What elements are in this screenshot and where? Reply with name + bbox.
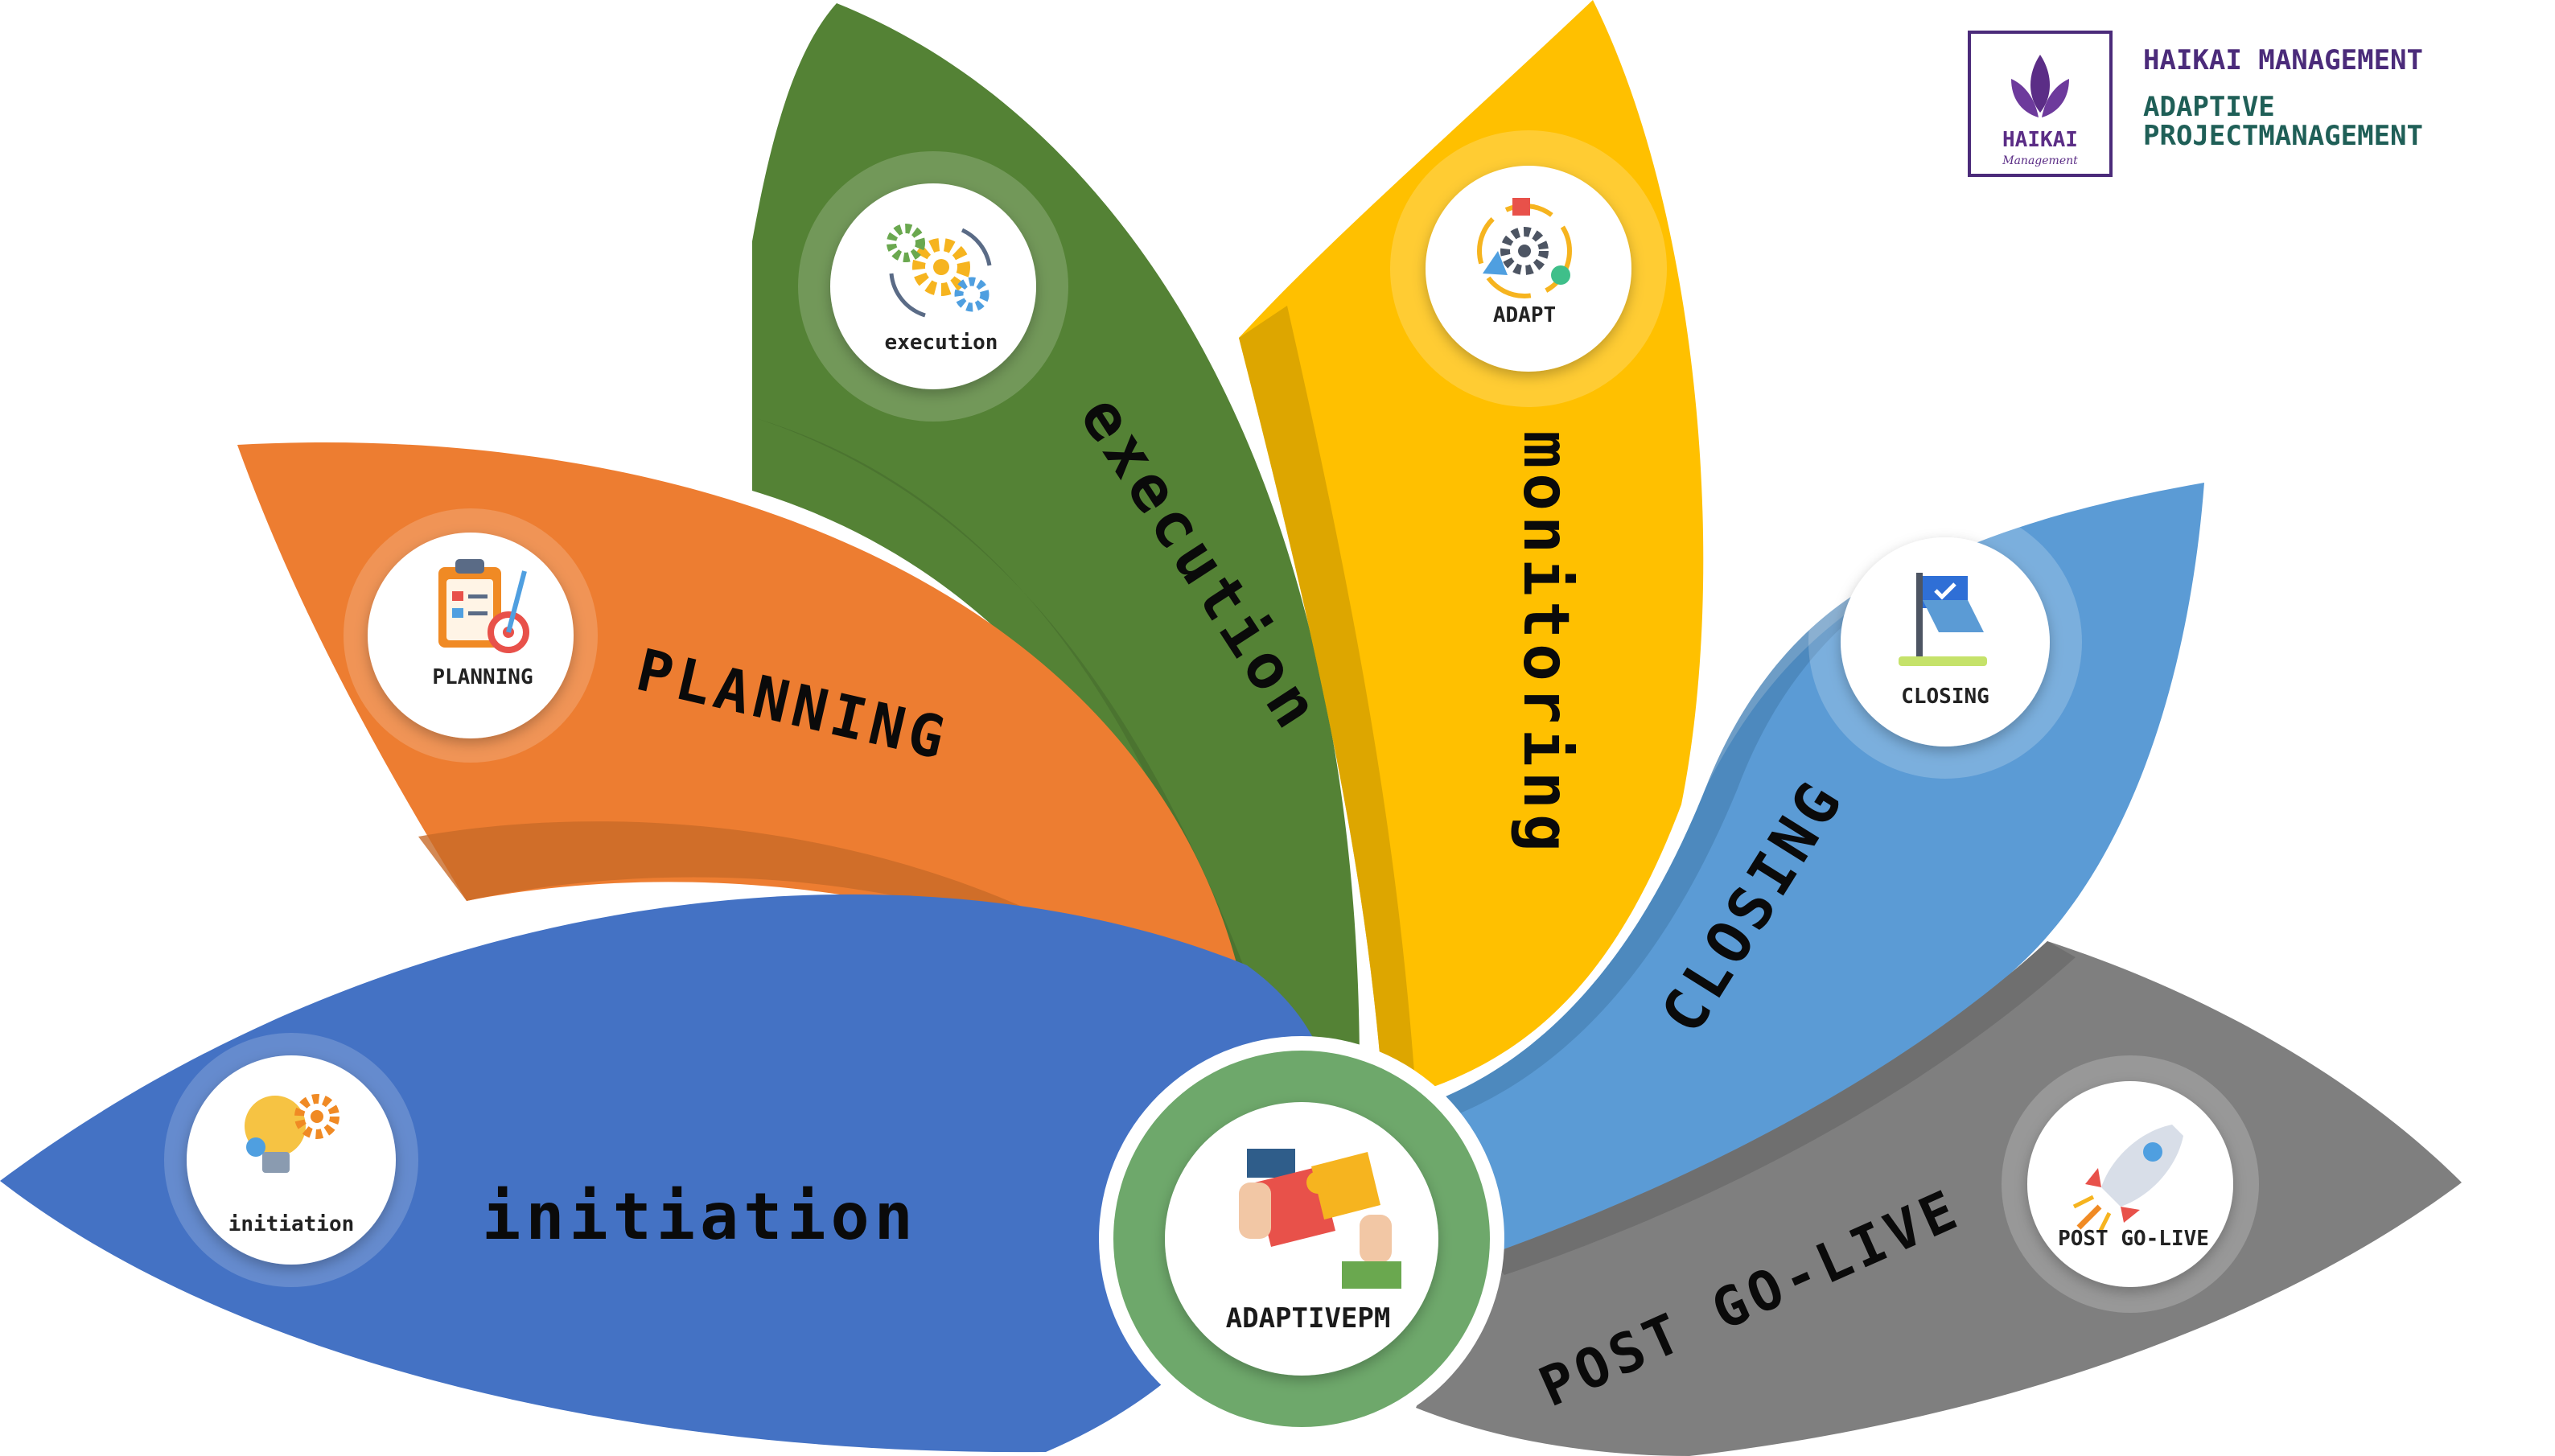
badge-post-go-live: POST GO-LIVE (2002, 1055, 2259, 1313)
center-hub: ADAPTIVEPM (1099, 1036, 1504, 1442)
badge-planning: PLANNING (344, 508, 598, 763)
brand-logo-word: HAIKAI (2002, 128, 2078, 152)
badge-monitoring: ADAPT (1390, 130, 1667, 407)
badge-closing: CLOSING (1808, 505, 2082, 779)
gears-cycle-icon (887, 224, 992, 318)
badge-label-monitoring: ADAPT (1493, 303, 1556, 327)
badge-initiation: initiation (164, 1033, 418, 1287)
badge-label-execution: execution (885, 331, 998, 355)
petal-post-go-live (1416, 941, 2462, 1456)
lotus-logo-icon (2011, 55, 2069, 117)
brand-line-2: ADAPTIVE (2143, 91, 2275, 123)
badge-label-planning: PLANNING (432, 665, 533, 689)
lightbulb-gears-icon (245, 1094, 339, 1173)
badge-label-post-go-live: POST GO-LIVE (2058, 1227, 2209, 1251)
adapt-cycle-icon (1477, 198, 1572, 298)
petal-title-initiation: initiation (482, 1179, 918, 1254)
clipboard-target-icon (438, 559, 529, 653)
petal-initiation (0, 894, 1329, 1453)
brand-block: HAIKAI Management HAIKAI MANAGEMENT ADAP… (1968, 31, 2423, 177)
flag-check-icon (1899, 573, 1987, 666)
badge-execution: execution (798, 151, 1068, 422)
rocket-icon (2072, 1125, 2183, 1234)
puzzle-handshake-icon (1239, 1149, 1401, 1289)
brand-line-1: HAIKAI MANAGEMENT (2143, 44, 2423, 76)
badge-label-initiation: initiation (228, 1212, 355, 1236)
brand-logo-sub: Management (2002, 154, 2078, 167)
brand-line-3: PROJECTMANAGEMENT (2143, 120, 2423, 152)
center-hub-label: ADAPTIVEPM (1226, 1302, 1391, 1335)
badge-label-closing: CLOSING (1901, 685, 1989, 709)
petal-title-monitoring: monitoring (1509, 430, 1582, 857)
